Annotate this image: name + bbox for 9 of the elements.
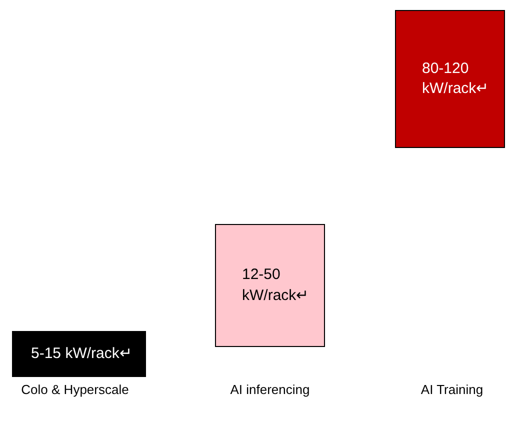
rack-density-box	[215, 224, 325, 347]
segment-caption: Colo & Hyperscale	[21, 382, 129, 397]
rack-density-box	[395, 10, 505, 148]
density-value: 12-50 kW/rack↵	[242, 265, 310, 306]
density-value: 80-120 kW/rack↵	[422, 58, 490, 99]
segment-caption: AI Training	[420, 382, 484, 397]
rack-density-box	[12, 331, 146, 377]
density-value: 5-15 kW/rack↵	[31, 344, 134, 364]
segment-caption: AI inferencing	[230, 382, 310, 397]
